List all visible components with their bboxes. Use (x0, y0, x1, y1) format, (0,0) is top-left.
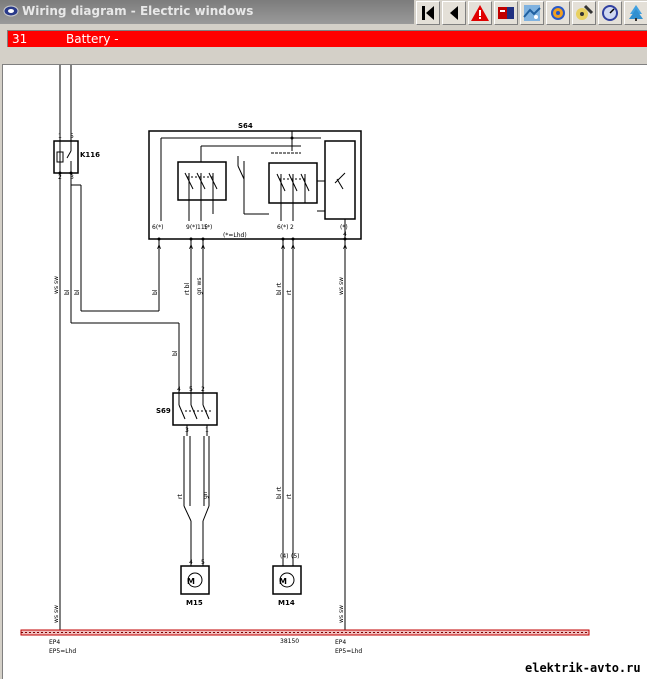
m14-pin: (4) (280, 553, 289, 560)
s69-pin: 1 (205, 427, 209, 434)
wire-label: bl (172, 350, 179, 356)
tree-button[interactable] (624, 1, 647, 25)
ground-point-id: EP4 (49, 639, 60, 646)
m14-label: M14 (278, 599, 295, 607)
s64-label: S64 (238, 122, 253, 130)
wire-label: gn ws (196, 277, 203, 295)
wire-label: ws sw (53, 605, 60, 623)
wire-label: rt (177, 494, 184, 499)
component-button[interactable] (494, 1, 518, 25)
map-icon (523, 5, 541, 21)
wire-label: gn (202, 491, 209, 499)
k116-pin: 5 (70, 133, 74, 140)
k116-pin: 1 (58, 133, 62, 140)
connector-label: A (343, 244, 348, 251)
lhd-note: (*=Lhd) (223, 232, 247, 239)
tools-button[interactable] (572, 1, 596, 25)
m15-pin: 4 (189, 559, 193, 566)
connector-label: A (291, 244, 296, 251)
warning-icon (471, 5, 489, 21)
s64-pin: 9(*) (186, 224, 198, 231)
wiring-diagram-canvas[interactable]: S64 K116 S69 M15 M14 (*=Lhd) M M 1 5 2 3… (2, 64, 647, 679)
watermark: elektrik-avto.ru (525, 661, 641, 675)
gear-icon (551, 6, 565, 20)
wire-label: ws sw (338, 605, 345, 623)
window-title-bar: Wiring diagram - Electric windows (0, 0, 414, 24)
s69-label: S69 (156, 407, 171, 415)
wire-label: bl rt (276, 282, 283, 295)
window-title: Wiring diagram - Electric windows (22, 4, 254, 18)
wire-label: ws sw (338, 277, 345, 295)
circuit-name: Battery - (66, 32, 119, 46)
k116-pin: 2 (58, 174, 62, 181)
connector-label: A (281, 244, 286, 251)
s64-pin: 11(*) (197, 224, 212, 231)
k116-pin: 3 (70, 174, 74, 181)
tree-icon (629, 5, 643, 21)
m14-pin: (5) (291, 553, 300, 560)
wire-label: bl rt (276, 486, 283, 499)
skip-to-start-icon (422, 6, 434, 20)
circuit-number: 31 (12, 32, 28, 46)
s64-pin: 5 (204, 224, 208, 231)
wire-label: bl (64, 289, 71, 295)
wire-label: rt (286, 494, 293, 499)
s64-pin: 2 (290, 224, 294, 231)
wrench-icon (576, 4, 594, 20)
map-button[interactable] (520, 1, 544, 25)
wire-label: bl (152, 289, 159, 295)
gauge-icon (602, 5, 618, 21)
wire-label: bl (74, 289, 81, 295)
s64-pin: (*) (340, 224, 348, 231)
app-logo-icon (3, 5, 19, 17)
wire-label: rt bl (184, 282, 191, 295)
wire-label: rt (286, 290, 293, 295)
gauge-button[interactable] (598, 1, 622, 25)
toolbar (414, 0, 647, 26)
k116-label: K116 (80, 151, 100, 159)
triangle-left-icon (450, 6, 458, 20)
first-page-button[interactable] (416, 1, 440, 25)
s69-pin: 4 (177, 386, 181, 393)
s69-pin: 5 (189, 386, 193, 393)
s69-pin: 3 (185, 427, 189, 434)
connector-label: A (201, 244, 206, 251)
ground-point-note: EP5=Lhd (49, 648, 76, 655)
m15-pin: 5 (201, 559, 205, 566)
connector-label: A (157, 244, 162, 251)
m15-label: M15 (186, 599, 203, 607)
s64-pin: 6(*) (277, 224, 289, 231)
back-button[interactable] (442, 1, 466, 25)
s69-pin: 2 (201, 386, 205, 393)
settings-button[interactable] (546, 1, 570, 25)
ground-label: 38150 (280, 638, 299, 645)
warning-button[interactable] (468, 1, 492, 25)
wiring-diagram: S64 K116 S69 M15 M14 (*=Lhd) M M 1 5 2 3… (20, 65, 590, 655)
s64-pin: 6(*) (152, 224, 164, 231)
ground-point-note: EP5=Lhd (335, 648, 362, 655)
svg-text:M: M (187, 577, 195, 586)
component-locator-icon (498, 7, 514, 19)
ground-point-id: EP4 (335, 639, 346, 646)
wire-label: ws sw (53, 276, 60, 294)
svg-text:M: M (279, 577, 287, 586)
circuit-selector[interactable]: 31 Battery - (7, 30, 647, 47)
separator-strip (0, 52, 647, 64)
connector-label: A (189, 244, 194, 251)
s64-pin: 4 (343, 231, 347, 238)
